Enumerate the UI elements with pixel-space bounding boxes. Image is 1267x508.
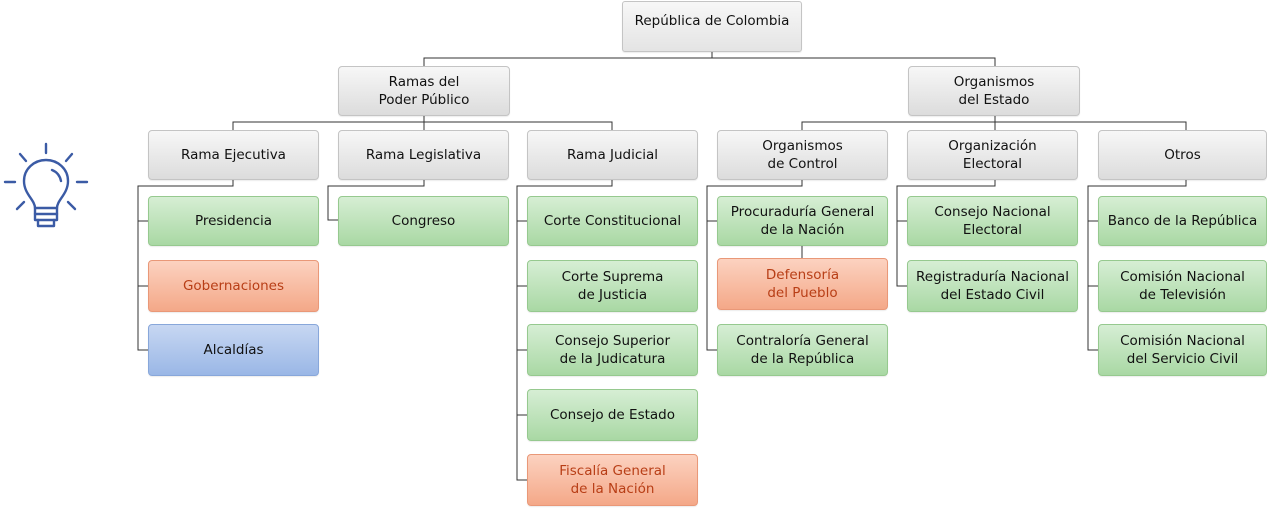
node-consejo-superior[interactable]: Consejo Superior de la Judicatura bbox=[527, 324, 698, 376]
organizacion-electoral-header[interactable]: Organización Electoral bbox=[907, 130, 1078, 180]
node-registraduria[interactable]: Registraduría Nacional del Estado Civil bbox=[907, 260, 1078, 312]
node-corte-suprema[interactable]: Corte Suprema de Justicia bbox=[527, 260, 698, 312]
branch-organismos[interactable]: Organismos del Estado bbox=[908, 66, 1080, 116]
node-comision-servicio-civil[interactable]: Comisión Nacional del Servicio Civil bbox=[1098, 324, 1267, 376]
node-contraloria[interactable]: Contraloría General de la República bbox=[717, 324, 888, 376]
rama-ejecutiva-header[interactable]: Rama Ejecutiva bbox=[148, 130, 319, 180]
node-procuraduria[interactable]: Procuraduría General de la Nación bbox=[717, 196, 888, 246]
node-consejo-estado[interactable]: Consejo de Estado bbox=[527, 389, 698, 441]
rama-judicial-header[interactable]: Rama Judicial bbox=[527, 130, 698, 180]
organismos-control-header[interactable]: Organismos de Control bbox=[717, 130, 888, 180]
node-gobernaciones[interactable]: Gobernaciones bbox=[148, 260, 319, 312]
node-alcaldias[interactable]: Alcaldías bbox=[148, 324, 319, 376]
lightbulb-icon bbox=[3, 142, 89, 228]
branch-ramas[interactable]: Ramas del Poder Público bbox=[338, 66, 510, 116]
node-presidencia[interactable]: Presidencia bbox=[148, 196, 319, 246]
root-label: República de Colombia bbox=[634, 13, 790, 29]
colombia-flag-stripe bbox=[623, 39, 801, 51]
node-fiscalia[interactable]: Fiscalía General de la Nación bbox=[527, 454, 698, 506]
root-node[interactable]: República de Colombia bbox=[622, 1, 802, 52]
node-comision-television[interactable]: Comisión Nacional de Televisión bbox=[1098, 260, 1267, 312]
node-banco-republica[interactable]: Banco de la República bbox=[1098, 196, 1267, 246]
node-consejo-nacional-electoral[interactable]: Consejo Nacional Electoral bbox=[907, 196, 1078, 246]
rama-legislativa-header[interactable]: Rama Legislativa bbox=[338, 130, 509, 180]
node-corte-constitucional[interactable]: Corte Constitucional bbox=[527, 196, 698, 246]
node-defensoria[interactable]: Defensoría del Pueblo bbox=[717, 258, 888, 310]
node-congreso[interactable]: Congreso bbox=[338, 196, 509, 246]
otros-header[interactable]: Otros bbox=[1098, 130, 1267, 180]
